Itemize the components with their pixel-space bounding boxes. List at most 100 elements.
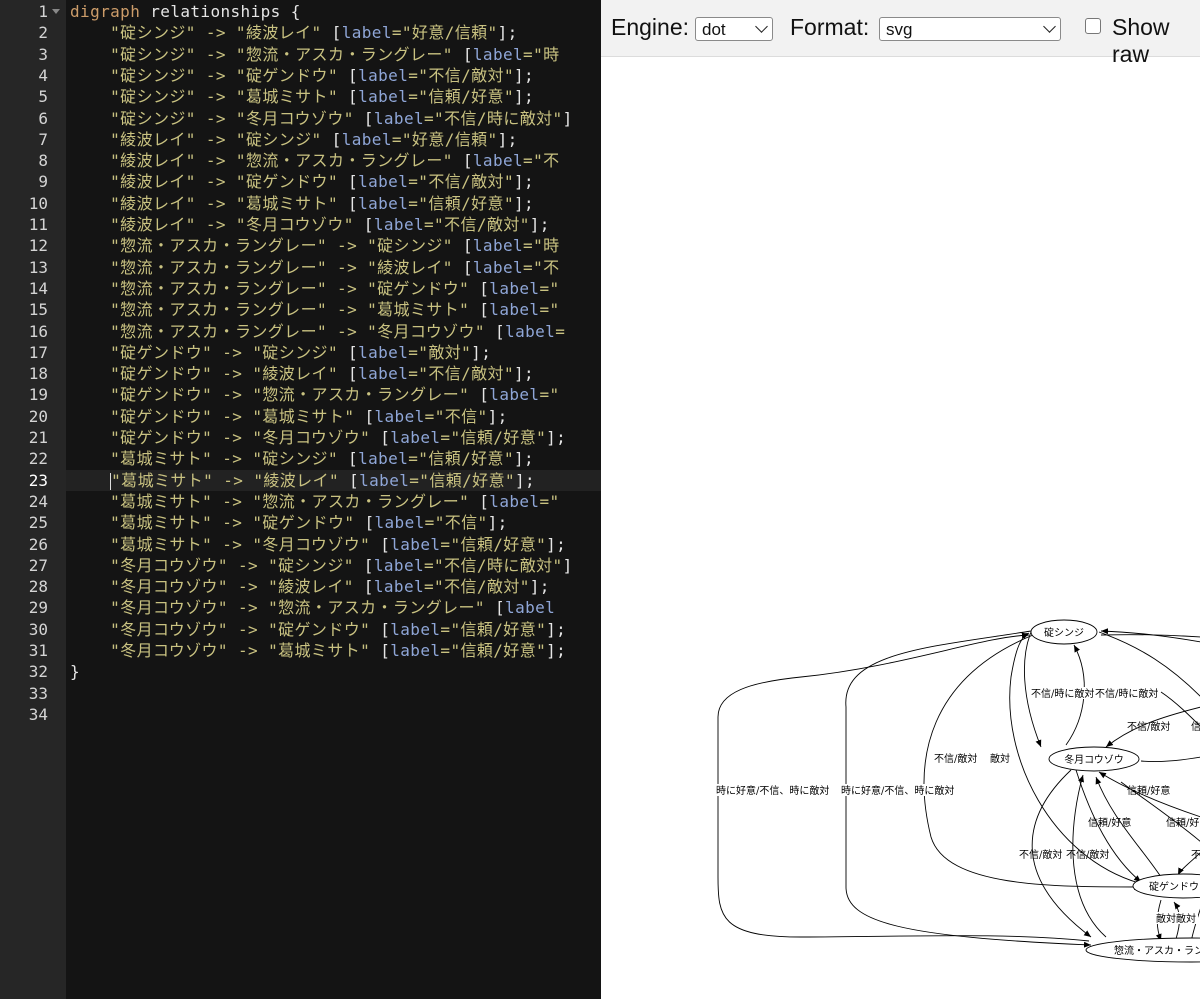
format-select-value: svg <box>886 20 913 39</box>
code-token: label <box>373 555 425 575</box>
code-token: label <box>472 236 524 256</box>
code-token: ="信頼/好意" <box>408 87 514 107</box>
text-cursor <box>110 472 112 490</box>
line-number: 22 <box>28 449 48 469</box>
code-line[interactable]: "冬月コウゾウ" -> "惣流・アスカ・ラングレー" [label <box>70 597 555 618</box>
line-number: 15 <box>28 300 48 320</box>
code-token: ="不信/時に敵対" <box>424 555 563 575</box>
graph-edge <box>1105 706 1200 748</box>
code-token: ="信頼/好意" <box>408 449 514 469</box>
code-line[interactable]: "葛城ミサト" -> "冬月コウゾウ" [label="信頼/好意"]; <box>70 534 566 555</box>
code-line[interactable]: "惣流・アスカ・ラングレー" -> "冬月コウゾウ" [label= <box>70 321 565 342</box>
code-token: [ <box>479 385 490 405</box>
format-label: Format: <box>790 14 870 40</box>
code-token: = <box>555 321 566 341</box>
code-token: "冬月コウゾウ" -> "綾波レイ" <box>70 577 364 597</box>
code-token: [ <box>462 236 473 256</box>
edge-label: 信頼/好 <box>1166 817 1199 829</box>
code-token: [ <box>348 172 359 192</box>
code-line[interactable]: "碇ゲンドウ" -> "綾波レイ" [label="不信/敵対"]; <box>70 363 534 384</box>
show-raw-label[interactable]: Show raw <box>1112 14 1170 67</box>
code-line[interactable]: "碇シンジ" -> "惣流・アスカ・ラングレー" [label="時 <box>70 44 560 65</box>
code-token: "碇シンジ" -> "碇ゲンドウ" <box>70 65 349 85</box>
code-token: "惣流・アスカ・ラングレー" -> "碇ゲンドウ" <box>70 278 480 298</box>
code-line[interactable]: "碇シンジ" -> "綾波レイ" [label="好意/信頼"]; <box>70 22 518 43</box>
code-line[interactable]: "綾波レイ" -> "碇シンジ" [label="好意/信頼"]; <box>70 129 518 150</box>
code-token: "冬月コウゾウ" -> "碇ゲンドウ" <box>70 619 381 639</box>
code-token: label <box>472 44 524 64</box>
code-token: label <box>472 151 524 171</box>
code-token: ="不信/敵対" <box>424 215 530 234</box>
code-line[interactable]: "綾波レイ" -> "葛城ミサト" [label="信頼/好意"]; <box>70 193 534 214</box>
engine-select[interactable]: dot <box>695 17 773 41</box>
code-line[interactable]: "葛城ミサト" -> "碇ゲンドウ" [label="不信"]; <box>70 512 508 533</box>
code-line[interactable]: "綾波レイ" -> "惣流・アスカ・ラングレー" [label="不 <box>70 150 560 171</box>
code-line[interactable]: "碇ゲンドウ" -> "惣流・アスカ・ラングレー" [label=" <box>70 384 560 405</box>
code-token: label <box>390 428 441 447</box>
code-line[interactable]: "碇シンジ" -> "碇ゲンドウ" [label="不信/敵対"]; <box>70 65 534 86</box>
edge-label: 時に好意/不信、時に敵対 <box>841 784 954 797</box>
code-line[interactable]: "惣流・アスカ・ラングレー" -> "葛城ミサト" [label=" <box>70 299 560 320</box>
code-token: ]; <box>513 449 535 469</box>
code-line[interactable]: "惣流・アスカ・ラングレー" -> "碇ゲンドウ" [label=" <box>70 278 560 299</box>
edge-label: 不信/時に敵対 <box>1031 687 1094 700</box>
code-line[interactable]: "冬月コウゾウ" -> "綾波レイ" [label="不信/敵対"]; <box>70 576 550 597</box>
code-line[interactable]: "碇ゲンドウ" -> "冬月コウゾウ" [label="信頼/好意"]; <box>70 427 566 448</box>
line-number: 27 <box>28 555 48 575</box>
line-number: 3 <box>38 44 48 64</box>
code-line[interactable]: "冬月コウゾウ" -> "碇シンジ" [label="不信/時に敵対"] <box>70 555 573 576</box>
line-number: 25 <box>28 513 48 533</box>
code-line[interactable]: "綾波レイ" -> "冬月コウゾウ" [label="不信/敵対"]; <box>70 214 550 235</box>
node-label: 惣流・アスカ・ラン <box>1114 944 1200 957</box>
edge-label: 敵対 <box>990 752 1010 765</box>
code-line[interactable]: "碇ゲンドウ" -> "葛城ミサト" [label="不信"]; <box>70 406 508 427</box>
code-token: ]; <box>513 193 535 213</box>
edge-label: 不信/敵対 <box>1066 848 1109 861</box>
graph-node-asuka: 惣流・アスカ・ラン <box>1085 937 1200 963</box>
code-token: ]; <box>546 619 567 639</box>
graph-edge <box>1100 634 1200 638</box>
code-token: label <box>373 108 425 128</box>
code-token: [ <box>348 342 359 362</box>
code-line[interactable]: "惣流・アスカ・ラングレー" -> "碇シンジ" [label="時 <box>70 235 560 256</box>
code-token: label <box>374 406 425 426</box>
code-line[interactable]: "葛城ミサト" -> "綾波レイ" [label="信頼/好意"]; <box>66 469 601 491</box>
code-token: "綾波レイ" -> "惣流・アスカ・ラングレー" <box>70 151 463 171</box>
code-token: label <box>373 577 425 597</box>
code-token: "綾波レイ" -> "冬月コウゾウ" <box>70 215 364 234</box>
line-number: 20 <box>28 406 48 426</box>
code-token: label <box>358 193 409 213</box>
code-token: ="不信/時に敵対" <box>424 108 563 128</box>
line-number: 33 <box>28 683 48 703</box>
code-line[interactable]: } <box>70 661 80 682</box>
format-select[interactable]: svg <box>879 17 1061 41</box>
code-token: ] <box>562 108 573 128</box>
code-token: "碇シンジ" -> "綾波レイ" <box>70 23 332 43</box>
code-line[interactable]: digraph relationships { <box>70 1 301 22</box>
code-line[interactable]: "葛城ミサト" -> "惣流・アスカ・ラングレー" [label=" <box>70 491 560 512</box>
edge-label: 不信/敵対 <box>1019 848 1062 861</box>
show-raw-checkbox[interactable] <box>1085 18 1101 34</box>
code-line[interactable]: "惣流・アスカ・ラングレー" -> "綾波レイ" [label="不 <box>70 257 560 278</box>
code-line[interactable]: "碇シンジ" -> "冬月コウゾウ" [label="不信/時に敵対"] <box>70 108 573 129</box>
graph-edge <box>717 632 1090 942</box>
code-line[interactable]: "冬月コウゾウ" -> "碇ゲンドウ" [label="信頼/好意"]; <box>70 619 566 640</box>
code-line[interactable]: "碇ゲンドウ" -> "碇シンジ" [label="敵対"]; <box>70 342 491 363</box>
code-token: [ <box>348 364 359 384</box>
code-token: "葛城ミサト" -> "碇シンジ" <box>70 449 349 469</box>
graph-edge <box>1098 631 1200 697</box>
code-line[interactable]: "葛城ミサト" -> "碇シンジ" [label="信頼/好意"]; <box>70 448 534 469</box>
code-token: ]; <box>513 65 535 85</box>
code-token: ]; <box>497 129 518 149</box>
code-token: ]; <box>546 641 567 660</box>
line-number: 2 <box>38 23 48 43</box>
code-line[interactable]: "綾波レイ" -> "碇ゲンドウ" [label="不信/敵対"]; <box>70 171 534 192</box>
graph-edge-labels: 不信/時に敵対 不信/時に敵対 不信/敵対 信 不信/敵対 敵対 時に好意/不信… <box>716 687 1200 925</box>
graph-edges <box>717 628 1200 948</box>
fold-arrow-icon[interactable] <box>52 9 60 14</box>
code-line[interactable]: "碇シンジ" -> "葛城ミサト" [label="信頼/好意"]; <box>70 86 534 107</box>
code-line[interactable]: "冬月コウゾウ" -> "葛城ミサト" [label="信頼/好意"]; <box>70 640 566 661</box>
code-token: label <box>505 321 556 341</box>
code-token: [ <box>495 598 506 618</box>
